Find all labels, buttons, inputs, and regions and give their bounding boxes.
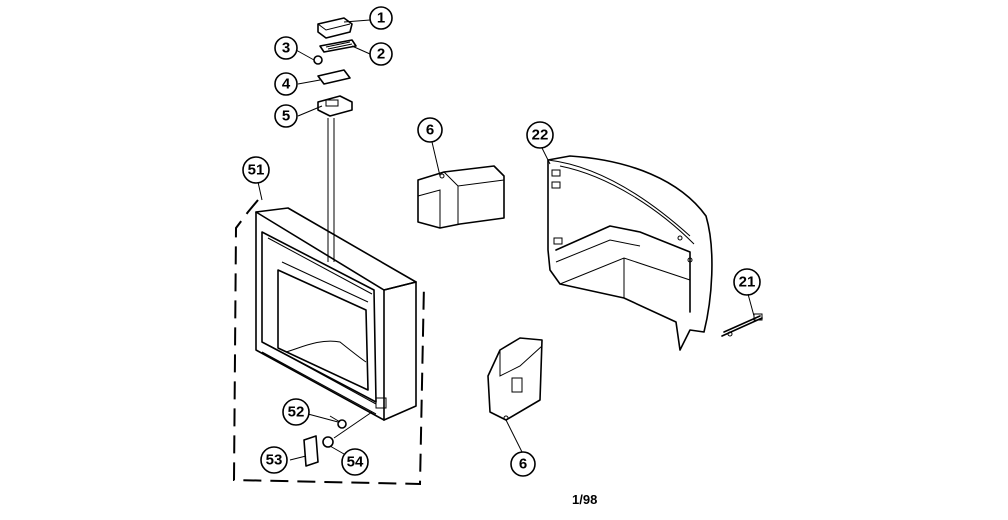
part-6-lower-bracket	[487, 337, 543, 421]
part-53-plate	[303, 435, 319, 467]
callout-54: 54	[341, 448, 369, 476]
svg-text:4: 4	[282, 76, 291, 93]
svg-text:53: 53	[266, 452, 283, 469]
svg-text:6: 6	[426, 122, 434, 139]
svg-text:6: 6	[519, 456, 527, 473]
svg-text:1: 1	[377, 10, 385, 27]
callout-21: 21	[733, 268, 761, 296]
part-21-clip	[721, 313, 763, 337]
svg-text:54: 54	[347, 454, 364, 471]
part-54-lens	[322, 411, 373, 448]
callout-53: 53	[260, 446, 288, 474]
callout-4: 4	[274, 72, 298, 96]
part-2-contact-strip	[319, 39, 357, 53]
leader-lines	[257, 19, 755, 461]
callout-6-lower: 6	[510, 451, 536, 477]
callout-5: 5	[274, 104, 298, 128]
callout-51: 51	[242, 156, 270, 184]
part-5-bracket	[317, 95, 353, 117]
svg-text:5: 5	[282, 108, 290, 125]
part-3-spring	[313, 55, 323, 65]
date-code: 1/98	[572, 492, 598, 507]
callout-52: 52	[282, 398, 310, 426]
svg-text:2: 2	[377, 46, 385, 63]
callout-2: 2	[369, 42, 393, 66]
part-4-sheet	[317, 69, 351, 85]
back-cabinet	[547, 155, 713, 351]
callout-3: 3	[274, 36, 298, 60]
part-52-knob	[329, 415, 347, 429]
svg-text:21: 21	[739, 274, 756, 291]
svg-text:51: 51	[248, 162, 265, 179]
part-1-button-cap	[317, 17, 353, 39]
callout-1: 1	[369, 6, 393, 30]
front-cabinet	[232, 199, 425, 486]
callout-22: 22	[526, 121, 554, 149]
svg-text:52: 52	[288, 404, 305, 421]
svg-text:3: 3	[282, 40, 290, 57]
part-6-upper-bracket	[417, 165, 505, 229]
svg-text:22: 22	[532, 127, 549, 144]
callout-6-upper: 6	[417, 117, 443, 143]
